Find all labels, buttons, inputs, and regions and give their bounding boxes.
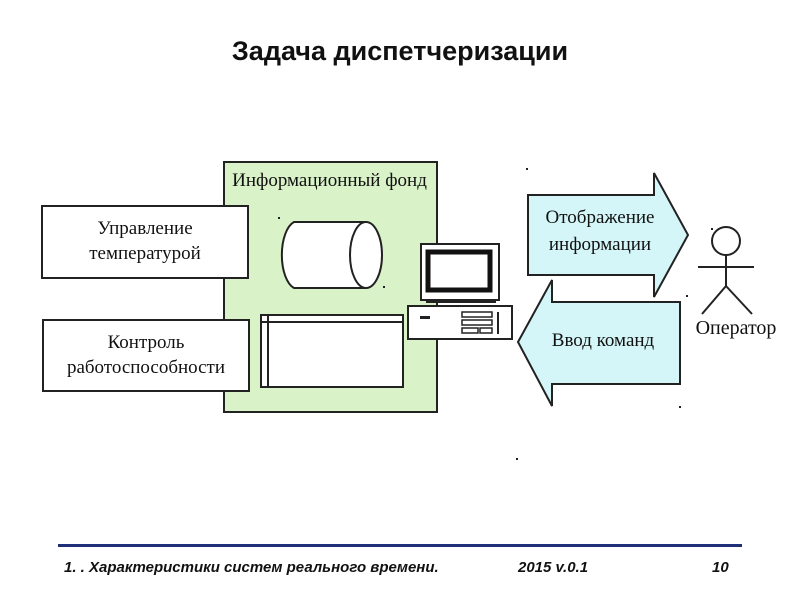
footer-course-title: 1. . Характеристики систем реального вре… <box>64 559 439 576</box>
selection-handle-dot <box>711 228 713 230</box>
selection-handle-dot <box>516 458 518 460</box>
selection-handle-dot <box>686 295 688 297</box>
command-input-arrow <box>516 279 681 407</box>
computer-workstation-icon <box>407 243 513 340</box>
display-info-label: Отображение информации <box>545 207 655 255</box>
footer-version: 2015 v.0.1 <box>518 559 589 576</box>
command-input-label: Ввод команд <box>551 330 655 351</box>
operator-label: Оператор <box>695 317 777 339</box>
slide-title: Задача диспетчеризации <box>231 36 569 66</box>
operator-figure-icon <box>698 226 754 315</box>
selection-handle-dot <box>526 168 528 170</box>
document-table-icon <box>260 314 404 388</box>
selection-handle-dot <box>383 286 385 288</box>
health-control-label: Контроль работоспособности <box>66 331 226 378</box>
database-cylinder-icon <box>280 221 383 289</box>
footer-rule <box>58 544 742 547</box>
info-fund-label: Информационный фонд <box>232 170 427 191</box>
selection-handle-dot <box>278 217 280 219</box>
selection-handle-dot <box>679 406 681 408</box>
temperature-control-box: Управление температурой <box>41 205 249 279</box>
footer-page-number: 10 <box>712 559 729 576</box>
temperature-control-label: Управление температурой <box>89 218 201 264</box>
health-control-box: Контроль работоспособности <box>42 319 250 392</box>
display-info-arrow <box>527 172 690 298</box>
